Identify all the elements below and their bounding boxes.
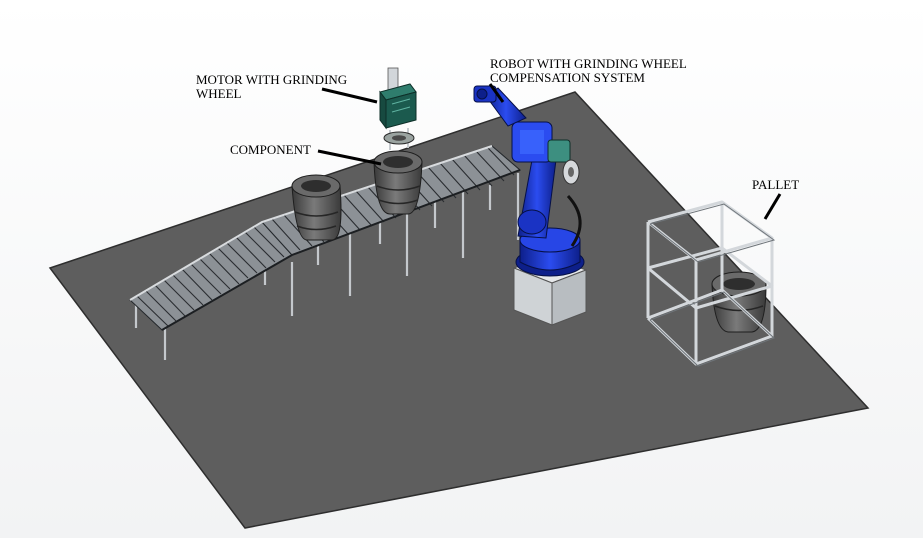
component-label: COMPONENT <box>230 142 311 157</box>
pallet-frame <box>646 200 776 367</box>
robot <box>473 85 588 326</box>
motor-leader-line <box>321 87 378 104</box>
robot-leader-line <box>488 83 505 103</box>
component-leader-line <box>317 149 382 166</box>
motor-label: MOTOR WITH GRINDING WHEEL <box>196 73 347 101</box>
robot-label-line1: ROBOT WITH GRINDING WHEEL <box>490 56 687 71</box>
robot-label-line2: COMPENSATION SYSTEM <box>490 70 645 85</box>
robot-label: ROBOT WITH GRINDING WHEEL COMPENSATION S… <box>490 57 687 85</box>
motor-label-line2: WHEEL <box>196 86 242 101</box>
motor-label-line1: MOTOR WITH GRINDING <box>196 72 348 87</box>
grinding-motor-assembly <box>379 67 417 150</box>
pallet-leader-line <box>763 193 782 220</box>
pallet-label: PALLET <box>752 177 800 192</box>
component-drum-left <box>291 174 342 241</box>
component-drum-right <box>373 150 423 215</box>
